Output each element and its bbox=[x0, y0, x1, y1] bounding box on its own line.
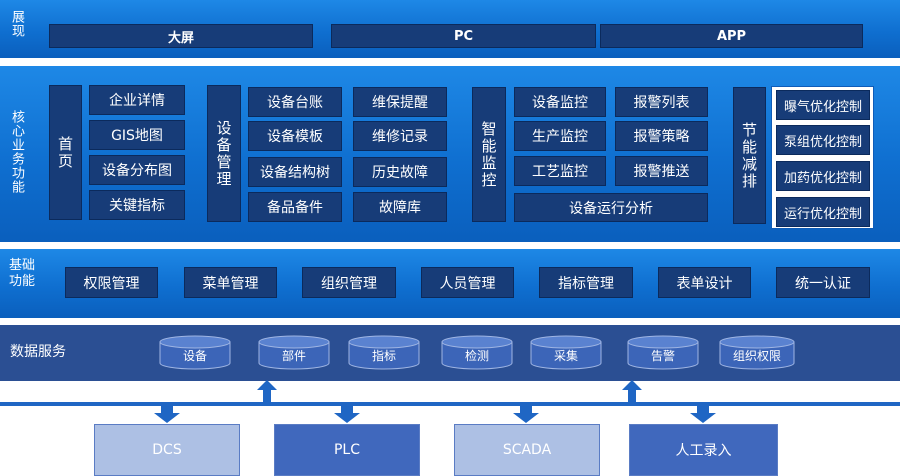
home-group-label[interactable]: 首页 bbox=[49, 85, 82, 220]
data-cylinder-alarm[interactable]: 告警 bbox=[627, 335, 699, 371]
data-cylinder-label: 告警 bbox=[650, 349, 675, 363]
source-plc[interactable]: PLC bbox=[274, 424, 420, 476]
down-arrow-icon bbox=[334, 405, 360, 423]
home-item-enterprise[interactable]: 企业详情 bbox=[89, 85, 185, 115]
pump-group-optimization[interactable]: 泵组优化控制 bbox=[776, 125, 870, 155]
smart-monitor-group-label[interactable]: 智能监控 bbox=[472, 87, 506, 222]
cylinder-shape bbox=[719, 335, 795, 370]
unified-authentication[interactable]: 统一认证 bbox=[776, 267, 870, 298]
alarm-list[interactable]: 报警列表 bbox=[615, 87, 708, 117]
data-cylinder-label: 检测 bbox=[464, 349, 489, 363]
display-item-bigscreen[interactable]: 大屏 bbox=[49, 24, 313, 48]
home-item-gis[interactable]: GIS地图 bbox=[89, 120, 185, 150]
aeration-optimization[interactable]: 曝气优化控制 bbox=[776, 90, 870, 120]
display-item-pc[interactable]: PC bbox=[331, 24, 596, 48]
up-arrow-icon bbox=[622, 380, 642, 402]
data-service-layer-title: 数据服务 bbox=[10, 344, 66, 360]
cylinder-shape bbox=[258, 335, 330, 370]
data-cylinder-device[interactable]: 设备 bbox=[159, 335, 231, 371]
data-service-layer: 数据服务 设备 部件 指标 检测 采集 告警 组织权限 bbox=[0, 325, 900, 381]
data-cylinder-org-permission[interactable]: 组织权限 bbox=[719, 335, 795, 371]
data-cylinder-label: 设备 bbox=[182, 349, 207, 363]
permission-management[interactable]: 权限管理 bbox=[65, 267, 158, 298]
operation-optimization[interactable]: 运行优化控制 bbox=[776, 197, 870, 227]
cylinder-shape bbox=[441, 335, 513, 370]
alarm-strategy[interactable]: 报警策略 bbox=[615, 121, 708, 151]
repair-records[interactable]: 维修记录 bbox=[353, 121, 447, 151]
process-monitoring[interactable]: 工艺监控 bbox=[514, 156, 606, 186]
cylinder-shape bbox=[159, 335, 231, 370]
home-item-key-indicators[interactable]: 关键指标 bbox=[89, 190, 185, 220]
data-cylinder-collection[interactable]: 采集 bbox=[530, 335, 602, 371]
display-layer: 展现 大屏 PC APP bbox=[0, 0, 900, 58]
base-function-layer: 基础功能 权限管理 菜单管理 组织管理 人员管理 指标管理 表单设计 统一认证 bbox=[0, 249, 900, 318]
alarm-push[interactable]: 报警推送 bbox=[615, 156, 708, 186]
up-arrow-icon bbox=[257, 380, 277, 402]
cylinder-shape bbox=[348, 335, 420, 370]
device-operation-analysis[interactable]: 设备运行分析 bbox=[514, 193, 708, 222]
device-mgmt-group-label[interactable]: 设备管理 bbox=[207, 85, 241, 222]
core-business-layer-title: 核心业务功能 bbox=[9, 110, 24, 194]
down-arrow-icon bbox=[513, 405, 539, 423]
down-arrow-icon bbox=[154, 405, 180, 423]
indicator-management[interactable]: 指标管理 bbox=[539, 267, 633, 298]
device-template[interactable]: 设备模板 bbox=[248, 121, 342, 151]
core-business-layer: 核心业务功能 首页 企业详情 GIS地图 设备分布图 关键指标 设备管理 设备台… bbox=[0, 66, 900, 242]
display-layer-title: 展现 bbox=[9, 10, 24, 38]
data-cylinder-label: 指标 bbox=[371, 349, 396, 363]
form-design[interactable]: 表单设计 bbox=[658, 267, 751, 298]
data-cylinder-label: 采集 bbox=[553, 349, 578, 363]
fault-history[interactable]: 历史故障 bbox=[353, 157, 447, 187]
device-monitoring[interactable]: 设备监控 bbox=[514, 87, 606, 117]
menu-management[interactable]: 菜单管理 bbox=[184, 267, 277, 298]
dosing-optimization[interactable]: 加药优化控制 bbox=[776, 161, 870, 191]
spare-parts[interactable]: 备品备件 bbox=[248, 192, 342, 222]
device-structure-tree[interactable]: 设备结构树 bbox=[248, 157, 342, 187]
data-cylinder-label: 部件 bbox=[281, 349, 306, 363]
organization-management[interactable]: 组织管理 bbox=[302, 267, 396, 298]
source-manual-entry[interactable]: 人工录入 bbox=[629, 424, 778, 476]
personnel-management[interactable]: 人员管理 bbox=[421, 267, 514, 298]
fault-library[interactable]: 故障库 bbox=[353, 192, 447, 222]
base-function-title-text: 基础功能 bbox=[9, 258, 36, 289]
down-arrow-icon bbox=[690, 405, 716, 423]
data-cylinder-detection[interactable]: 检测 bbox=[441, 335, 513, 371]
cylinder-shape bbox=[627, 335, 699, 370]
device-ledger[interactable]: 设备台账 bbox=[248, 87, 342, 117]
maintenance-reminder[interactable]: 维保提醒 bbox=[353, 87, 447, 117]
data-cylinder-label: 组织权限 bbox=[732, 349, 781, 363]
cylinder-shape bbox=[530, 335, 602, 370]
display-item-app[interactable]: APP bbox=[600, 24, 863, 48]
data-cylinder-component[interactable]: 部件 bbox=[258, 335, 330, 371]
production-monitoring[interactable]: 生产监控 bbox=[514, 121, 606, 151]
data-cylinder-indicator[interactable]: 指标 bbox=[348, 335, 420, 371]
source-dcs[interactable]: DCS bbox=[94, 424, 240, 476]
base-function-layer-title: 基础功能 bbox=[9, 258, 41, 290]
home-item-distribution[interactable]: 设备分布图 bbox=[89, 155, 185, 185]
source-scada[interactable]: SCADA bbox=[454, 424, 600, 476]
divider-line bbox=[0, 402, 900, 406]
energy-group-label[interactable]: 节能减排 bbox=[733, 87, 766, 224]
